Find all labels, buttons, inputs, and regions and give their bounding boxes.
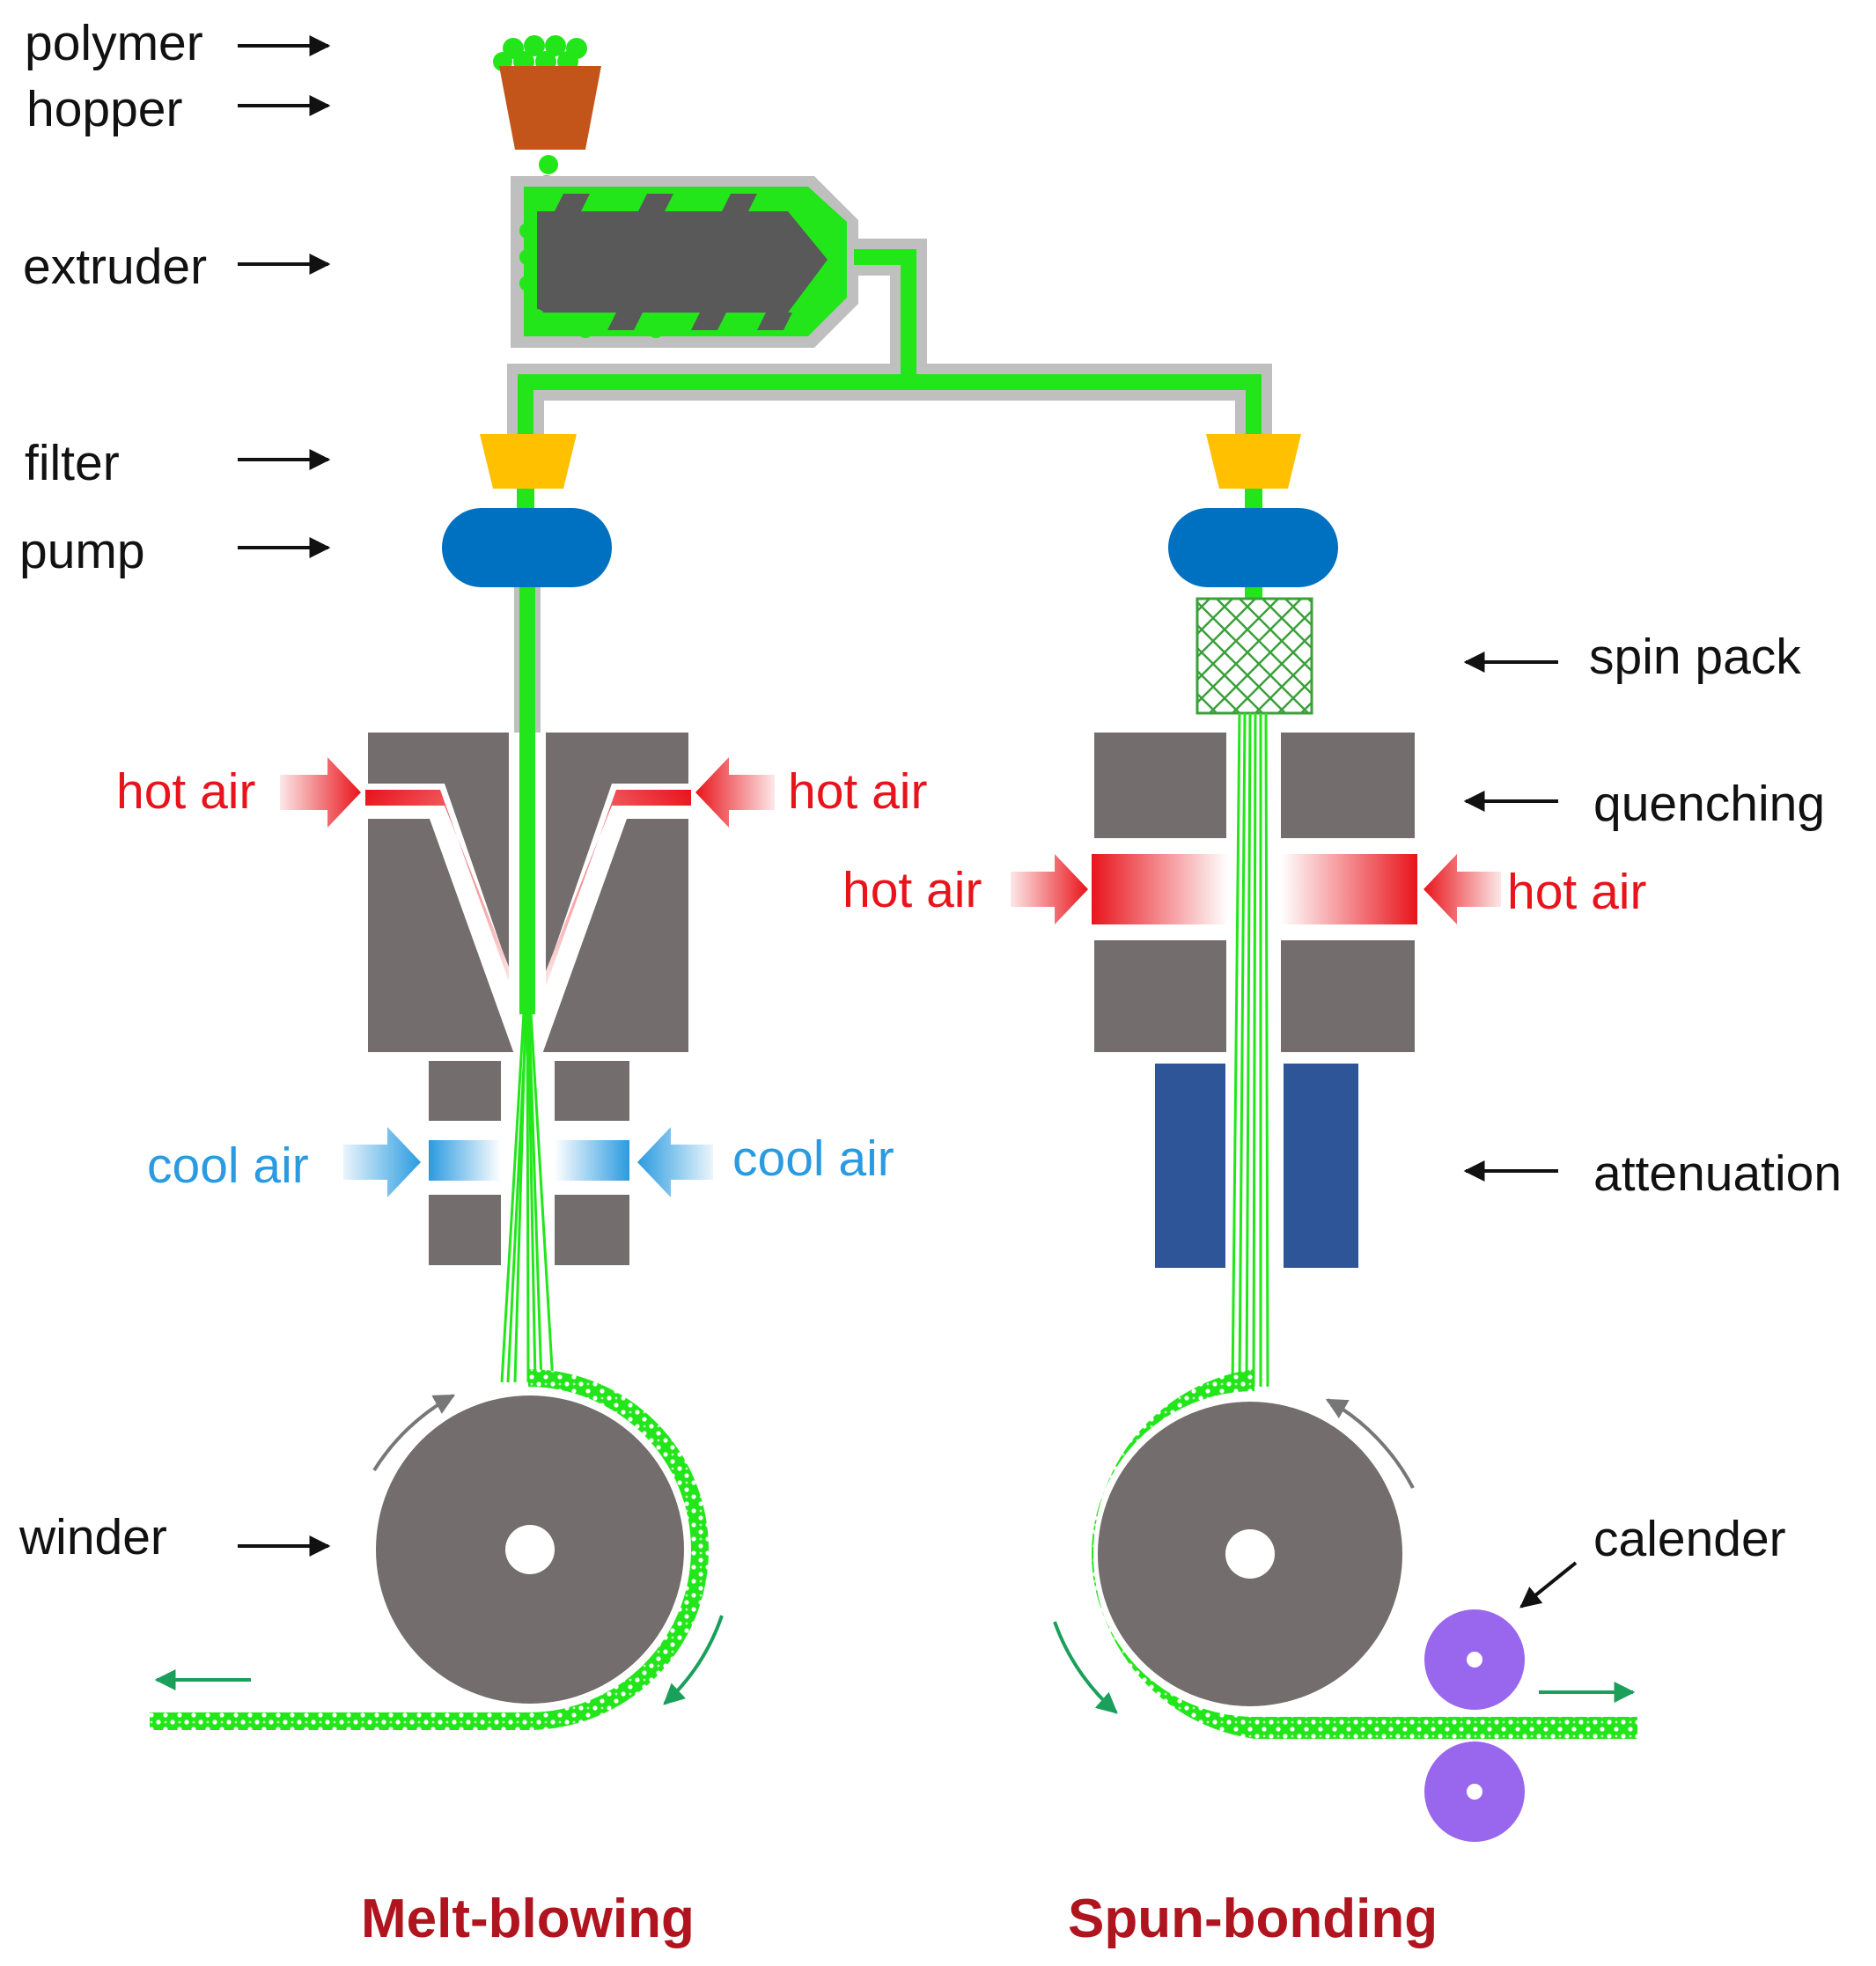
hot-air-arrow-icon — [1424, 854, 1501, 924]
filter-spun-bonding — [1206, 434, 1301, 489]
cool-air-chamber — [429, 1061, 629, 1265]
attenuation-chamber — [1155, 1064, 1358, 1268]
hopper — [499, 66, 601, 150]
label-calender: calender — [1593, 1511, 1786, 1567]
label-pump: pump — [19, 523, 145, 579]
rotation-arrow-icon — [1053, 1621, 1118, 1714]
melt-pipes — [507, 239, 1272, 458]
pump-melt-blowing — [442, 508, 612, 587]
cool-air-arrow-icon — [343, 1127, 421, 1197]
label-filter: filter — [25, 435, 120, 491]
hot-air-arrow-icon — [1011, 854, 1088, 924]
label-hot-air-melt-right: hot air — [788, 763, 927, 820]
label-spin-pack: spin pack — [1589, 629, 1801, 685]
spun-bonded-fibers — [1231, 712, 1269, 1388]
label-cool-air-right: cool air — [732, 1130, 894, 1187]
label-winder: winder — [18, 1509, 167, 1565]
calender-rolls — [1424, 1609, 1525, 1842]
label-cool-air-left: cool air — [147, 1138, 309, 1194]
hot-air-arrow-icon — [280, 757, 361, 828]
label-extruder: extruder — [23, 239, 207, 295]
rotation-arrow-icon — [1325, 1398, 1415, 1489]
label-attenuation: attenuation — [1593, 1145, 1842, 1202]
melt-blown-fibers — [500, 1012, 555, 1383]
pump-spun-bonding — [1168, 508, 1338, 587]
title-melt-blowing: Melt-blowing — [361, 1889, 695, 1949]
label-hopper: hopper — [26, 81, 183, 137]
title-spun-bonding: Spun-bonding — [1068, 1889, 1438, 1949]
label-hot-air-melt-left: hot air — [116, 763, 255, 820]
label-hot-air-spun-left: hot air — [842, 862, 982, 918]
label-polymer: polymer — [25, 15, 203, 71]
quench-chamber — [1092, 733, 1417, 1052]
label-pointer-icons — [238, 35, 1578, 1609]
extruder — [511, 176, 858, 348]
rotation-arrow-icon — [372, 1394, 456, 1472]
label-hot-air-spun-right: hot air — [1507, 864, 1646, 920]
filter-melt-blowing — [480, 434, 577, 489]
label-quenching: quenching — [1593, 776, 1825, 832]
hot-air-arrow-icon — [695, 757, 775, 828]
spin-pack — [1195, 597, 1313, 715]
rotation-arrow-icon — [663, 1615, 724, 1705]
melt-blowing-die — [361, 733, 695, 1057]
cool-air-arrow-icon — [637, 1127, 713, 1197]
